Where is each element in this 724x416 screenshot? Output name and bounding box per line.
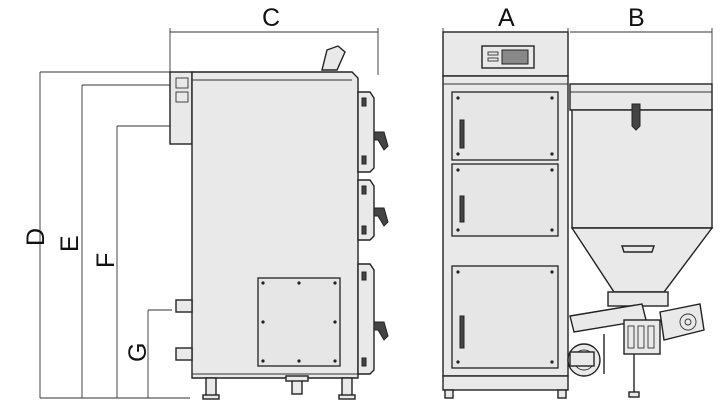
controller-display: [501, 49, 529, 65]
hopper-body: [571, 109, 713, 229]
handle-icon: [373, 131, 389, 151]
boiler-front-view: [442, 31, 569, 399]
gearbox: [659, 303, 705, 341]
dimension-label-f: F: [92, 253, 120, 268]
hopper-lid: [569, 83, 713, 111]
door-handle-icon: [459, 315, 465, 349]
dimension-label-e: E: [56, 235, 84, 252]
pellet-hopper-assembly: [567, 83, 714, 398]
foot: [341, 377, 353, 397]
feeder-outlet: [607, 291, 669, 307]
return-pipe: [175, 299, 193, 313]
drain-pipe: [175, 347, 193, 361]
handle-icon: [373, 321, 389, 341]
hopper-cone: [570, 227, 714, 293]
foot: [444, 389, 454, 399]
front-plinth: [442, 375, 569, 391]
dimension-label-b: B: [628, 4, 645, 32]
foot: [557, 389, 567, 399]
dimension-label-a: A: [498, 4, 515, 32]
middle-door: [451, 163, 559, 237]
burner-fan: [569, 351, 595, 367]
upper-door-profile: [357, 91, 375, 173]
inspection-panel: [257, 277, 341, 367]
dimension-label-c: C: [262, 4, 280, 32]
boiler-side-view: [169, 45, 389, 400]
flue-pipe: [321, 45, 346, 71]
dimension-label-g: G: [124, 343, 152, 362]
handle-icon: [373, 207, 389, 227]
lid-handle-icon: [631, 103, 641, 131]
dimension-label-d: D: [22, 228, 50, 246]
feeder-motor: [623, 319, 661, 355]
upper-door: [451, 91, 559, 161]
lower-door-profile: [357, 263, 375, 375]
foot: [205, 377, 217, 397]
door-handle-icon: [459, 195, 465, 223]
lower-door: [451, 265, 559, 369]
rear-connection-block: [169, 71, 193, 145]
hopper-window: [621, 245, 655, 253]
middle-door-profile: [357, 179, 375, 241]
door-handle-icon: [459, 119, 465, 149]
support-foot: [628, 391, 640, 398]
